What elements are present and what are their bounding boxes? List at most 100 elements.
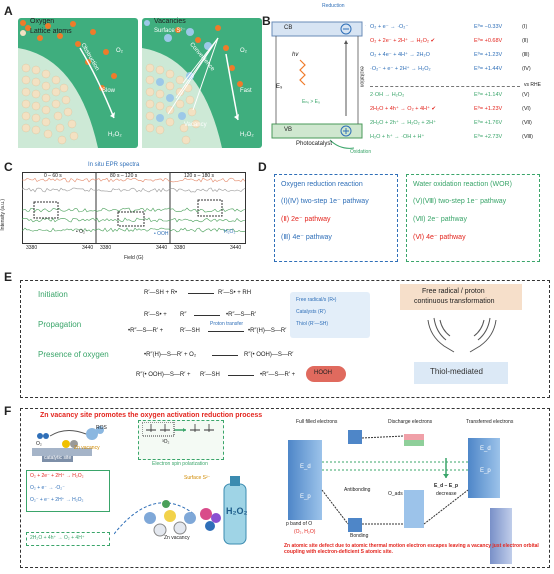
- reaction-number: (Ⅳ): [522, 66, 531, 72]
- ed-label-2: E_d: [480, 446, 491, 452]
- right-title-box: [400, 284, 522, 310]
- reaction-row: 2H₂O + 2h⁺ → H₂O₂ + 2H⁺E⁰= +1.76V(Ⅶ): [370, 120, 550, 132]
- vs-rhe-label: vs RHE: [524, 82, 541, 88]
- panel-a: A: [4, 4, 272, 154]
- tick-6: 3440: [230, 245, 242, 251]
- pathway-text: two-step 1e⁻ pathway: [300, 198, 369, 205]
- ox-eq2b: R′—SH: [200, 372, 220, 378]
- reaction-potential: E⁰= +2.73V: [474, 134, 503, 140]
- panel-f: F Zn vacancy site promotes the oxygen ac…: [4, 404, 552, 570]
- tick-5: 3380: [174, 245, 186, 251]
- spin-box: [138, 420, 224, 460]
- initiation-label: Initiation: [38, 290, 68, 299]
- band-diagram: [271, 21, 366, 149]
- pathway-row: (Ⅵ) 4e⁻ pathway: [413, 233, 466, 241]
- legend-thiol: Thiol (R′—SH): [296, 321, 329, 327]
- ox-arrow-2: [228, 375, 254, 376]
- legend-catalysts: Catalysts (R′): [296, 309, 326, 315]
- label-right-o2: O₂: [240, 48, 247, 54]
- reaction-equation: 2H₂O + 2h⁺ → H₂O₂ + 2H⁺: [370, 120, 437, 126]
- right-title-1: Free radical / proton: [422, 288, 485, 295]
- reaction-row: 2H₂O + 4h⁺ → O₂ + 4H⁺ ✔E⁰= +1.23V(Ⅵ): [370, 106, 550, 118]
- zn-vacancy-label: Zn vacancy: [164, 535, 190, 541]
- triplet-label: ³O₂: [162, 439, 170, 445]
- eq-green-box: [26, 532, 110, 546]
- catalytic-site-label: catalytic site: [42, 455, 74, 462]
- right-title-2: continuous transformation: [414, 298, 495, 305]
- hands-icon: [427, 317, 497, 353]
- propagation-label: Propagation: [38, 320, 82, 329]
- zn-vacancy-small: Zn vacancy: [74, 445, 100, 451]
- reaction-number: (Ⅰ): [522, 24, 528, 30]
- ox-eq1b: R″(• OOH)—S—R′: [244, 352, 294, 358]
- pathway-text: 2e⁻ pathway: [291, 216, 331, 223]
- orr-title: Oxygen reduction reaction: [281, 181, 363, 188]
- prop-eq2b: R′—SH: [180, 328, 200, 334]
- cb-label: CB: [284, 25, 293, 31]
- panel-a-illustration: [18, 18, 262, 148]
- init-arrow: [188, 293, 214, 294]
- photocatalyst-label: Photocatalyst: [296, 141, 333, 147]
- reaction-row: O₂ + e⁻ → ·O₂⁻E⁰= −0.33V(Ⅰ): [370, 24, 550, 36]
- reaction-potential: E⁰= +1.23V: [474, 106, 503, 112]
- spin-label: Electron spin polarization: [152, 461, 208, 467]
- pathway-number: (Ⅶ): [413, 216, 428, 223]
- pband-sub: (O₂, H₂O): [294, 529, 316, 535]
- pathway-row: (Ⅰ)(Ⅳ) two-step 1e⁻ pathway: [281, 197, 369, 205]
- label-slow: Slow: [102, 88, 116, 94]
- reaction-equation: ·O₂⁻ + e⁻ + 2H⁺ → H₂O₂: [370, 66, 431, 72]
- oxidation-label: Oxidation: [350, 149, 372, 155]
- hooh-badge: [306, 366, 346, 382]
- ep-label-2: E_p: [480, 468, 491, 474]
- wor-title: Water oxidation reaction (WOR): [413, 181, 512, 188]
- panel-f-frame: [20, 408, 550, 568]
- hv-label: hv: [292, 52, 299, 58]
- pathway-row: (Ⅱ) 2e⁻ pathway: [281, 215, 331, 223]
- reaction-equation: O₂ + 4e⁻ + 4H⁺ → 2H₂O: [370, 52, 430, 58]
- pathway-row: (Ⅲ) 4e⁻ pathway: [281, 233, 332, 241]
- excitation-label: excitation: [358, 66, 365, 88]
- prop-eq2a: •R″—S—R′ +: [128, 328, 164, 334]
- zn-vacancy-illustration: [114, 476, 247, 545]
- panel-a-letter: A: [4, 4, 13, 18]
- wor-box: Water oxidation reaction (WOR) (Ⅴ)(Ⅷ) tw…: [406, 174, 540, 262]
- transferred-label: Transferred electrons: [466, 419, 514, 425]
- pathway-number: (Ⅰ)(Ⅳ): [281, 198, 301, 205]
- decrease-1: E_d − E_p: [434, 483, 459, 489]
- ox-eq2a: R″(• OOH)—S—R′ +: [136, 372, 191, 378]
- ed-label-1: E_d: [300, 464, 311, 470]
- full-filled-label: Full filled electrons: [296, 419, 338, 425]
- surface-s-label: Surface S²⁻: [184, 475, 211, 481]
- thiol-label: Thiol-mediated: [430, 367, 483, 376]
- vb-label: VB: [284, 127, 293, 133]
- label-fast: Fast: [240, 88, 252, 94]
- reaction-potential: E⁰= −0.33V: [474, 24, 503, 30]
- antibonding-label: Antibonding: [344, 487, 371, 493]
- pathway-text: 4e⁻ pathway: [292, 234, 332, 241]
- panel-b: B Reduction CB VB hv E₉ Eₕᵥ > E₉ excitat…: [262, 3, 552, 155]
- bonding-label: Bonding: [350, 533, 369, 539]
- panel-c-letter: C: [4, 160, 13, 174]
- pathway-text: 4e⁻ pathway: [426, 234, 466, 241]
- reaction-number: (Ⅲ): [522, 52, 530, 58]
- prop-arrow-1: [194, 315, 220, 316]
- lattice-dot-icon: [20, 30, 26, 36]
- pband-label: p band of O: [286, 521, 313, 527]
- panel-f-letter: F: [4, 404, 12, 418]
- reaction-potential: E⁰= +1.14V: [474, 92, 503, 98]
- range-2: 80 s – 120 s: [110, 173, 138, 179]
- reaction-potential: E⁰= +1.76V: [474, 120, 503, 126]
- epr-spectra: [22, 172, 246, 244]
- panel-d: D Oxygen reduction reaction (Ⅰ)(Ⅳ) two-s…: [258, 160, 552, 264]
- ox-eq2c: •R″—S—R′ +: [260, 372, 296, 378]
- tick-4: 3440: [156, 245, 168, 251]
- pathway-number: (Ⅲ): [281, 234, 293, 241]
- label-right-h2o2: H₂O₂: [240, 132, 254, 138]
- ep-label-1: E_p: [300, 494, 311, 500]
- panel-c: C In situ EPR spectra Intensity (a.u.) 0…: [0, 160, 248, 266]
- legend-box: [290, 292, 370, 338]
- label-left-o2: O₂: [116, 48, 123, 54]
- thiol-box: [414, 362, 508, 384]
